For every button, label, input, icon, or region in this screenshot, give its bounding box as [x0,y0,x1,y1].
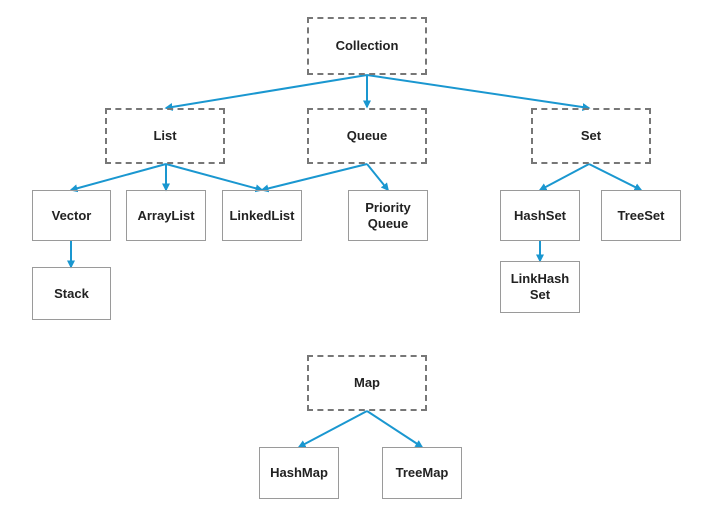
node-set: Set [531,108,651,164]
node-label-collection: Collection [335,38,399,53]
node-label-hashset: HashSet [513,207,567,223]
node-label-queue: Queue [346,128,388,143]
edge-list-vector [69,163,167,193]
edge-set-treeset [588,163,643,191]
node-treemap: TreeMap [382,447,462,499]
node-label-linkedlist: LinkedList [229,207,295,223]
edge-map-treemap [366,410,424,448]
node-label-linkhashset-line1: LinkHash [510,271,570,286]
node-stack: Stack [32,267,111,320]
node-label-priorityqueue-line1: Priority [365,199,411,215]
node-list: List [105,108,225,164]
node-label-hashmap: HashMap [270,465,328,480]
node-label-priorityqueue-line2: Queue [367,215,409,231]
node-label-arraylist: ArrayList [137,207,195,223]
node-label-map: Map [354,375,380,390]
node-vector: Vector [32,190,111,241]
edge-queue-priorityqueue [366,163,389,192]
node-label-vector: Vector [51,207,92,223]
node-collection: Collection [307,17,427,75]
node-label-set: Set [580,128,602,143]
node-label-treemap: TreeMap [395,465,449,480]
node-label-treeset: TreeSet [617,207,665,223]
edge-set-hashset [538,163,590,191]
edge-map-hashmap [297,410,368,448]
node-priorityqueue: Priority Queue [348,190,428,241]
node-arraylist: ArrayList [126,190,206,241]
node-treeset: TreeSet [601,190,681,241]
node-label-stack: Stack [54,285,89,301]
edge-queue-linkedlist [260,163,368,193]
edge-list-linkedlist [165,163,264,193]
edge-collection-list [164,74,368,111]
node-hashset: HashSet [500,190,580,241]
node-linkedlist: LinkedList [222,190,302,241]
node-hashmap: HashMap [259,447,339,499]
node-label-linkhashset-line2: Set [529,287,551,302]
node-map: Map [307,355,427,411]
node-linkhashset: LinkHash Set [500,261,580,313]
node-label-list: List [153,128,177,143]
edge-collection-set [366,74,591,112]
node-queue: Queue [307,108,427,164]
